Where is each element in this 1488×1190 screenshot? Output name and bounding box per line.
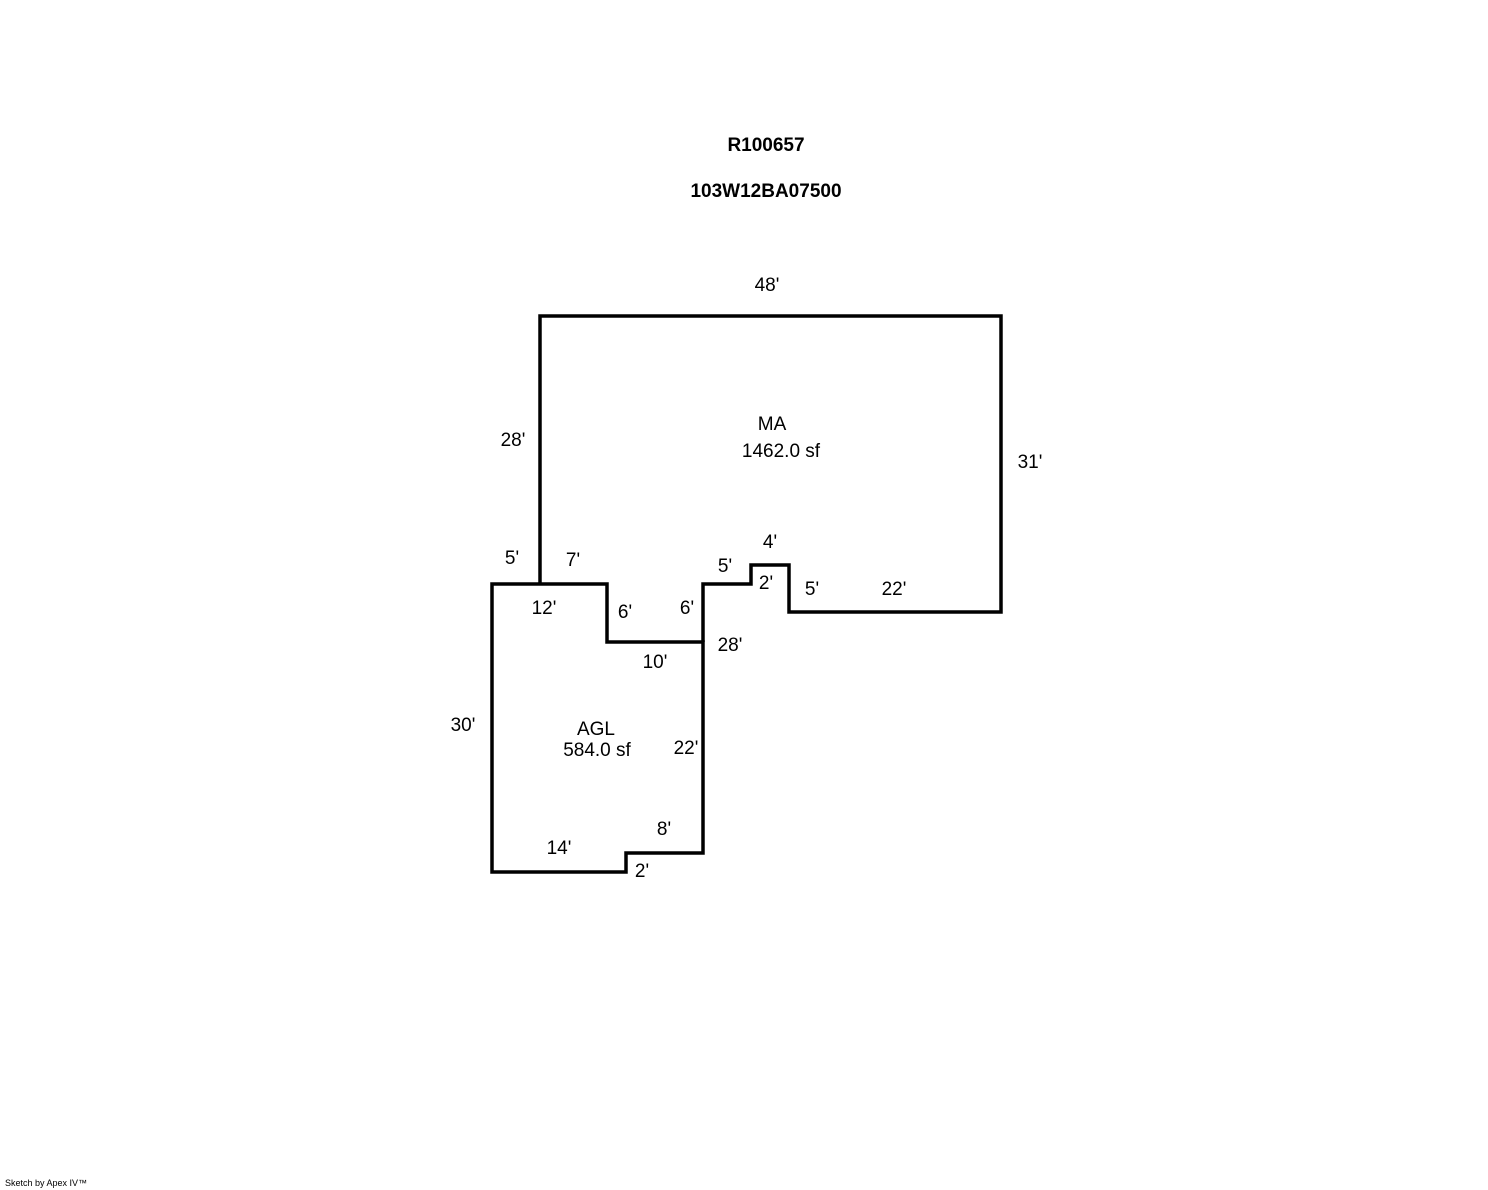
dimension-label: 28' [718,635,743,656]
dimension-label: 6' [618,602,632,623]
dimension-label: 2' [635,861,649,882]
area-agl-code: AGL [577,719,615,740]
area-ma-size: 1462.0 sf [742,441,821,462]
dimension-label: 4' [763,532,777,553]
dimension-label: 2' [759,573,773,594]
ma-outline [538,314,1003,642]
dimension-label: 22' [674,738,699,759]
dimension-label: 8' [657,819,671,840]
dimension-label: 31' [1018,452,1043,473]
dimension-label: 28' [501,430,526,451]
area-agl-size: 584.0 sf [563,740,631,761]
dimension-label: 5' [805,579,819,600]
dimension-label: 48' [755,275,780,296]
dimension-label: 5' [718,556,732,577]
dimension-label: 7' [566,550,580,571]
dimension-label: 14' [547,838,572,859]
dimension-label: 6' [680,598,694,619]
dimension-label: 12' [532,598,557,619]
account-number: R100657 [727,135,805,156]
software-credit: Sketch by Apex IV™ [5,1178,88,1188]
agl-outline [490,582,705,874]
map-tax-lot-number: 103W12BA07500 [690,181,842,202]
dimension-label: 22' [882,579,907,600]
area-ma-code: MA [758,414,787,435]
dimension-label: 5' [505,548,519,569]
dimension-label: 10' [643,652,668,673]
dimension-label: 30' [451,715,476,736]
